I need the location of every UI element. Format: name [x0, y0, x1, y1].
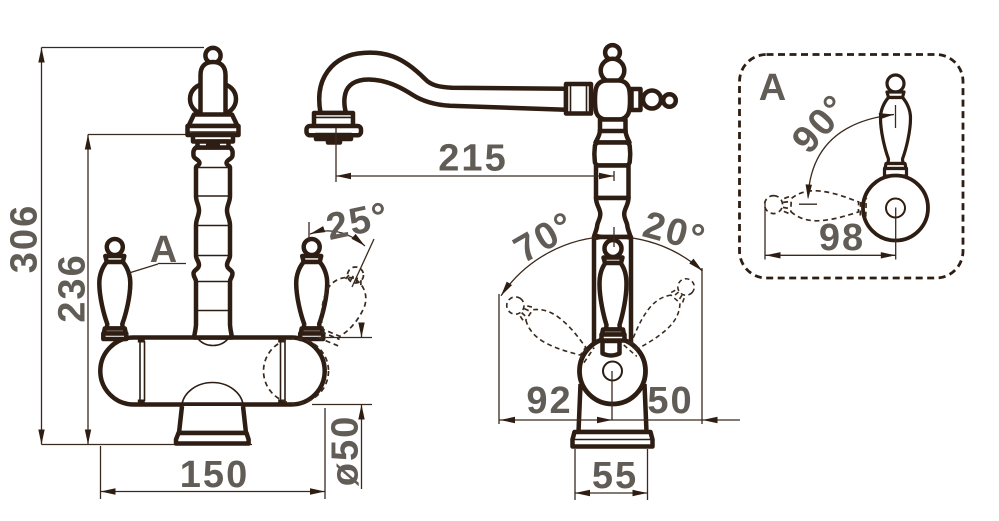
- svg-text:92: 92: [526, 380, 572, 422]
- svg-text:215: 215: [438, 138, 507, 180]
- svg-text:98: 98: [819, 217, 865, 259]
- svg-text:A: A: [759, 67, 788, 109]
- svg-text:150: 150: [180, 454, 249, 496]
- svg-text:ø50: ø50: [325, 415, 367, 486]
- svg-text:306: 306: [4, 204, 46, 273]
- svg-text:236: 236: [52, 253, 94, 322]
- svg-text:55: 55: [592, 455, 638, 497]
- svg-text:50: 50: [647, 380, 693, 422]
- svg-text:A: A: [150, 229, 179, 271]
